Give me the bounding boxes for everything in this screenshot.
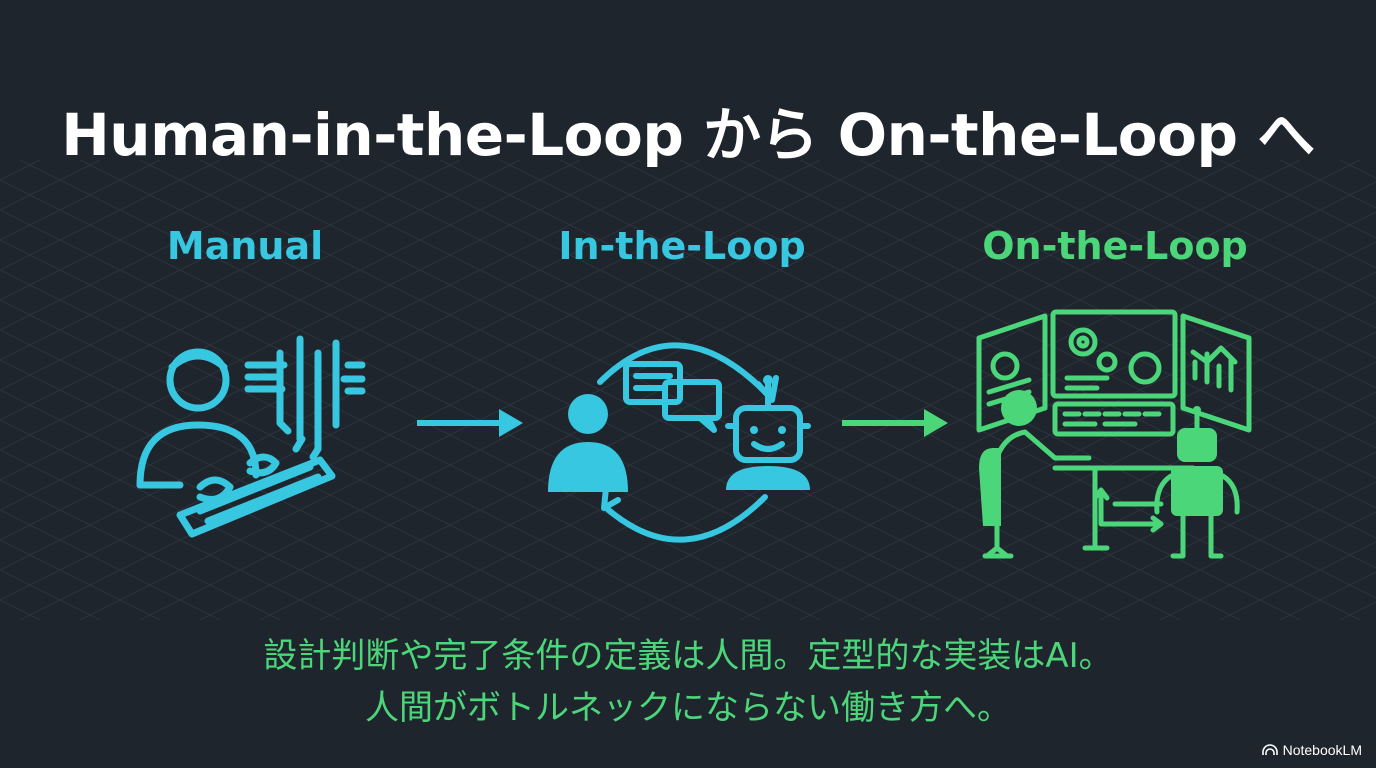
stage-label-on-the-loop: On-the-Loop xyxy=(982,224,1248,268)
stage-label-in-the-loop: In-the-Loop xyxy=(558,224,806,268)
human-supervising-robot-dashboard-icon xyxy=(976,309,1252,559)
caption-line-2: 人間がボトルネックにならない働き方へ。 xyxy=(365,688,1011,728)
arrow-right-icon xyxy=(417,409,523,437)
stage-label-manual: Manual xyxy=(166,224,324,268)
human-ai-chat-cycle-icon xyxy=(548,342,811,543)
caption-line-1: 設計判断や完了条件の定義は人間。定型的な実装はAI。 xyxy=(263,636,1113,676)
person-typing-keyboard-icon xyxy=(136,335,366,538)
brand-name: NotebookLM xyxy=(1282,742,1362,758)
arrow-right-icon xyxy=(842,409,948,437)
notebooklm-logo-icon xyxy=(1261,744,1278,755)
brand-watermark: NotebookLM xyxy=(1261,742,1362,758)
slide-title: Human-in-the-Loop から On-the-Loop へ xyxy=(61,101,1315,169)
